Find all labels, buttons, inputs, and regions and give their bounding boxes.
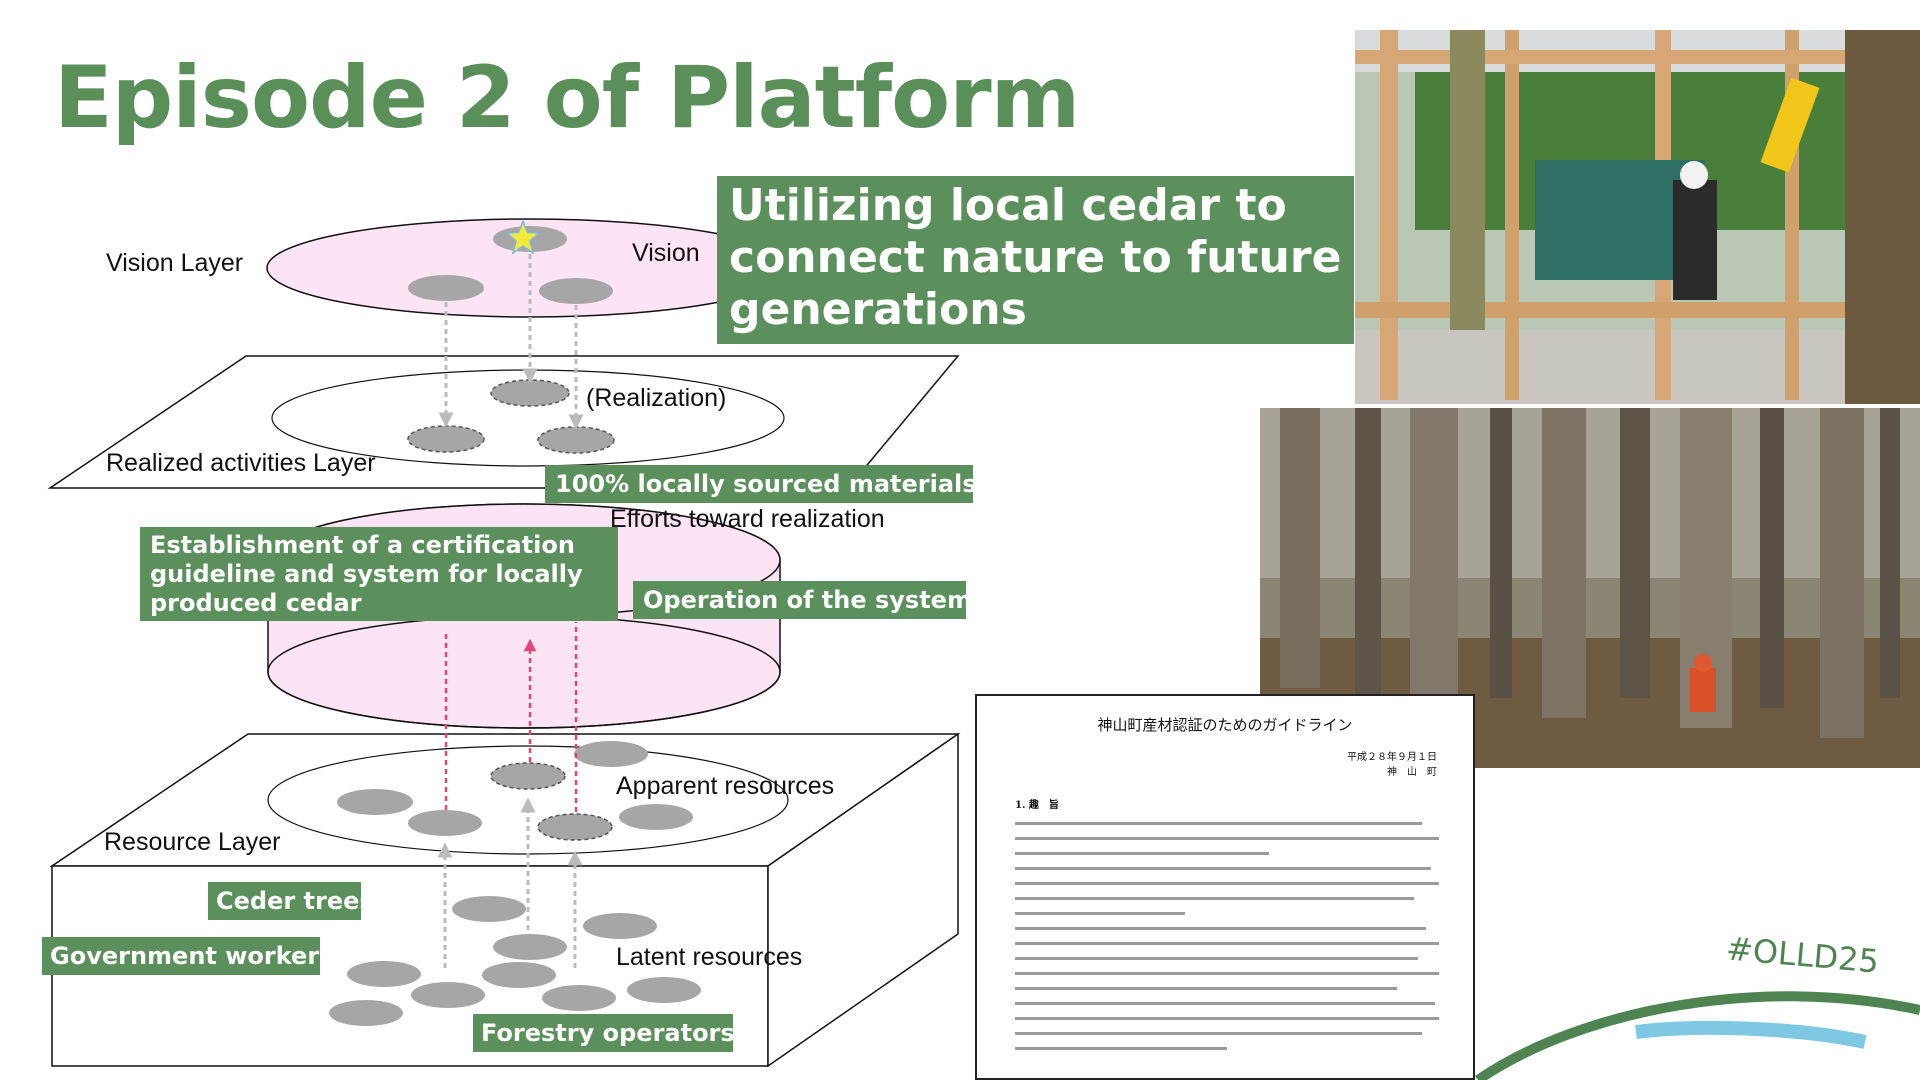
latent-resources-label: Latent resources — [616, 943, 803, 971]
realization-label: (Realization) — [586, 384, 727, 412]
construction-photo-art — [1355, 30, 1920, 404]
page-title: Episode 2 of Platform — [54, 48, 1080, 148]
apparent-node — [619, 804, 693, 830]
realized-node-right — [537, 426, 615, 454]
decorative-blue-bar — [1635, 1020, 1867, 1049]
realized-layer-label: Realized activities Layer — [106, 449, 376, 477]
apparent-node — [408, 810, 482, 836]
materials-tag: 100% locally sourced materials — [545, 465, 977, 503]
latent-node — [583, 913, 657, 939]
latent-node — [452, 896, 526, 922]
apparent-node — [574, 741, 648, 767]
operation-tag: Operation of the system — [633, 581, 972, 619]
forestry-operators-tag: Forestry operators — [473, 1014, 735, 1052]
document-date-block: 平成２８年９月１日 神 山 町 — [1347, 750, 1437, 780]
vision-node-right — [539, 278, 613, 304]
government-worker-tag: Government worker — [42, 937, 320, 975]
star-icon — [505, 218, 541, 255]
latent-node — [482, 962, 556, 988]
resource-box-side — [767, 732, 959, 1068]
document-body-text — [1015, 822, 1439, 1062]
realized-node-left — [407, 425, 485, 453]
decorative-arc — [1475, 991, 1920, 1080]
apparent-resources-label: Apparent resources — [616, 772, 835, 800]
latent-node — [542, 985, 616, 1011]
vision-layer-label: Vision Layer — [106, 249, 244, 277]
headline-box: Utilizing local cedar to connect nature … — [717, 176, 1354, 344]
realized-node-center — [490, 379, 570, 407]
latent-node — [411, 982, 485, 1008]
latent-node — [347, 961, 421, 987]
document-title: 神山町産材認証のためのガイドライン — [1097, 716, 1353, 734]
document-date: 平成２８年９月１日 — [1347, 752, 1437, 763]
latent-node — [493, 934, 567, 960]
latent-node — [627, 977, 701, 1003]
resource-layer-label: Resource Layer — [104, 828, 281, 856]
vision-label: Vision — [632, 239, 700, 267]
apparent-node — [490, 762, 566, 790]
efforts-label: Efforts toward realization — [610, 505, 885, 533]
apparent-node — [337, 789, 413, 815]
guideline-document: 神山町産材認証のためのガイドライン 平成２８年９月１日 神 山 町 1. 趣 旨 — [975, 694, 1475, 1080]
construction-photo — [1355, 30, 1920, 404]
ceder-trees-tag: Ceder trees — [208, 882, 374, 920]
document-section: 1. 趣 旨 — [1015, 800, 1059, 811]
cylinder-bottom-front — [267, 671, 781, 729]
document-issuer: 神 山 町 — [1387, 767, 1437, 778]
vision-node-left — [408, 275, 484, 301]
latent-node — [329, 1000, 403, 1026]
certification-tag: Establishment of a certification guideli… — [140, 527, 618, 621]
apparent-node — [537, 813, 613, 841]
